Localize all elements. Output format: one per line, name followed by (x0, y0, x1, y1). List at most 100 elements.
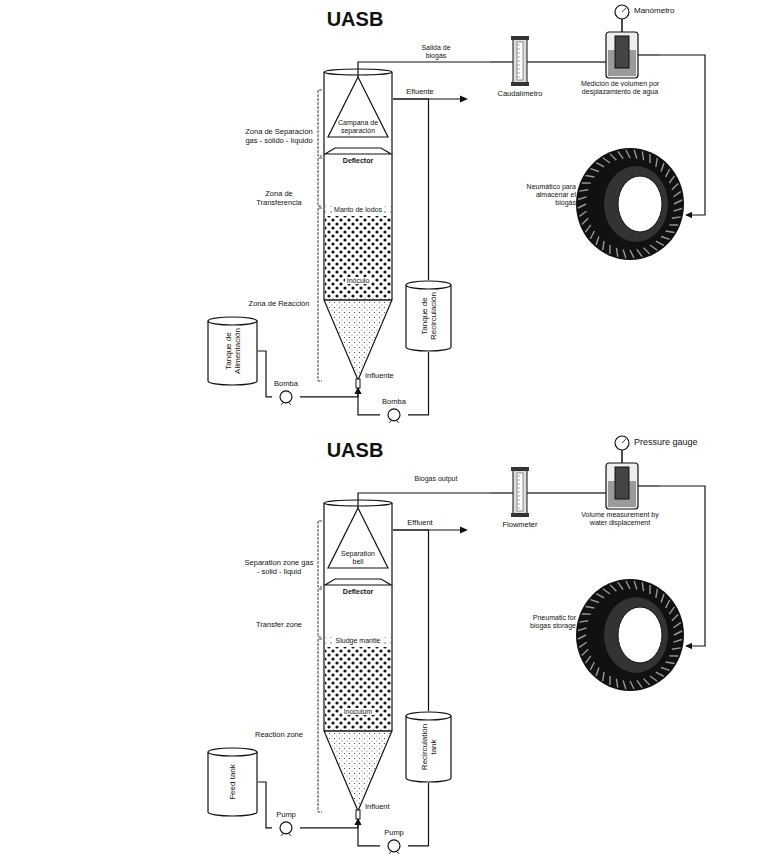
pump-feet (389, 421, 399, 423)
flowmeter-label: Flowmeter (480, 521, 560, 530)
tank-top (208, 317, 257, 325)
pump-feet (281, 834, 291, 836)
text-patch: Inoculum (342, 708, 374, 715)
gauge-needle (622, 8, 626, 12)
pump-circle (280, 391, 292, 403)
text-patch: Manto de lodos (332, 206, 384, 213)
tank-top (208, 748, 257, 756)
flow-node: Caudalímetro (490, 36, 550, 106)
reactor-node: Influente Campana de separaciónDeflectorM… (323, 66, 393, 388)
pump-label: Pump (266, 811, 306, 820)
vessel-label: Medición de volumen por desplazamiento d… (580, 80, 660, 96)
column-body (324, 503, 392, 811)
cone-rim (324, 730, 392, 731)
part-label: Reaction zone (244, 731, 314, 740)
part-label: Zona de Reacción (244, 300, 314, 309)
cone-rim (324, 299, 392, 300)
tank-node: Tanque de Recirculación (405, 280, 452, 352)
gas-pipe (357, 497, 358, 508)
tank-label: Tanque de Alimentación (223, 323, 241, 379)
bell-node: Separation bell (327, 507, 389, 569)
cone-dots (326, 733, 390, 808)
zone-text: Manto de lodos (323, 206, 393, 214)
part-label: Zona de Separación gas - sólido - líquid… (244, 128, 314, 145)
flow-node: Flowmeter (490, 467, 550, 537)
pipe-connector (300, 819, 358, 828)
deflector-label: Deflector (323, 588, 393, 596)
tire-node: Pneumatic for biogas storage (522, 577, 686, 693)
defl-node: Deflector (323, 577, 393, 601)
cone-dots (326, 302, 390, 377)
pump-circle (388, 409, 400, 421)
part-label: Biogas output (414, 475, 458, 483)
part-label: Salida de biogás (414, 44, 458, 60)
vessel-label: Volume measurement by water displacement (580, 511, 660, 527)
pump-feet (389, 852, 399, 854)
pipe-connector (393, 530, 429, 711)
tire-label: Neumático para almacenar el biogás (522, 183, 576, 207)
pump-node: Pump (272, 811, 300, 835)
pump-label: Bomba (266, 380, 306, 389)
pipe-connector (258, 351, 272, 397)
zone-bracket (318, 90, 322, 381)
pipe-connector (358, 493, 490, 497)
tank-body (208, 752, 257, 816)
pump-label: Pump (374, 829, 414, 838)
pipe-connector (358, 819, 380, 846)
sludge-texture (325, 637, 391, 647)
pipe-connector (358, 388, 380, 415)
flowmeter-label: Caudalímetro (480, 90, 560, 99)
diagram-title: UASB (295, 8, 415, 31)
tire-node: Neumático para almacenar el biogás (522, 146, 686, 262)
band-node: Sludge mantle (323, 637, 393, 649)
pump-node: Bomba (272, 380, 300, 404)
pump-circle (280, 822, 292, 834)
pipe-connector (358, 62, 490, 66)
tank-top (406, 712, 451, 720)
defl-node: Deflector (323, 146, 393, 170)
pump-circle (388, 840, 400, 852)
bell-node: Campana de separación (327, 76, 389, 138)
sludge-texture (325, 206, 391, 216)
tank-top (406, 281, 451, 289)
pump-node: Bomba (380, 398, 408, 422)
tank-label: Recirculation tank (419, 718, 437, 776)
inlet-label: Influent (365, 803, 390, 812)
pipe-connector (393, 99, 429, 280)
zone-text: Inoculum (323, 708, 393, 716)
pipe-connector (550, 492, 580, 493)
bell-label: Campana de separación (335, 119, 381, 135)
tank-body (406, 716, 451, 782)
zone-text: Sludge mantle (323, 637, 393, 645)
sludge-dots (325, 647, 391, 730)
text-patch: Inóculo (345, 277, 372, 284)
pipe-connector (300, 388, 358, 397)
tire-symbol (522, 577, 686, 693)
gas-pipe (357, 66, 358, 77)
pump-label: Bomba (374, 398, 414, 407)
column-body (324, 72, 392, 380)
part-label: Manómetro (634, 6, 744, 15)
tank-label: Feed tank (228, 754, 237, 810)
inlet-pipe (356, 379, 360, 388)
part-label: Pressure gauge (634, 437, 744, 447)
part-label: Zona de Transferencia (244, 190, 314, 207)
inlet-label: Influente (365, 372, 394, 381)
pipe-connector (550, 61, 580, 62)
band-node: Inóculo (323, 277, 393, 289)
pump-node: Pump (380, 829, 408, 853)
inlet-pipe (356, 810, 360, 819)
pump-feet (281, 403, 291, 405)
band-node: Inoculum (323, 708, 393, 720)
diagram-title: UASB (295, 439, 415, 462)
band-node: Manto de lodos (323, 206, 393, 218)
deflector-label: Deflector (323, 157, 393, 165)
tank-node: Feed tank (207, 747, 258, 817)
pipe-connector (408, 352, 429, 415)
part-label: Efluente (398, 88, 442, 97)
tire-label: Pneumatic for biogas storage (522, 614, 576, 630)
vessel-node: Medición de volumen por desplazamiento d… (580, 28, 660, 100)
pressure-gauge (615, 5, 629, 19)
sludge-dots (325, 216, 391, 299)
tank-body (406, 285, 451, 351)
